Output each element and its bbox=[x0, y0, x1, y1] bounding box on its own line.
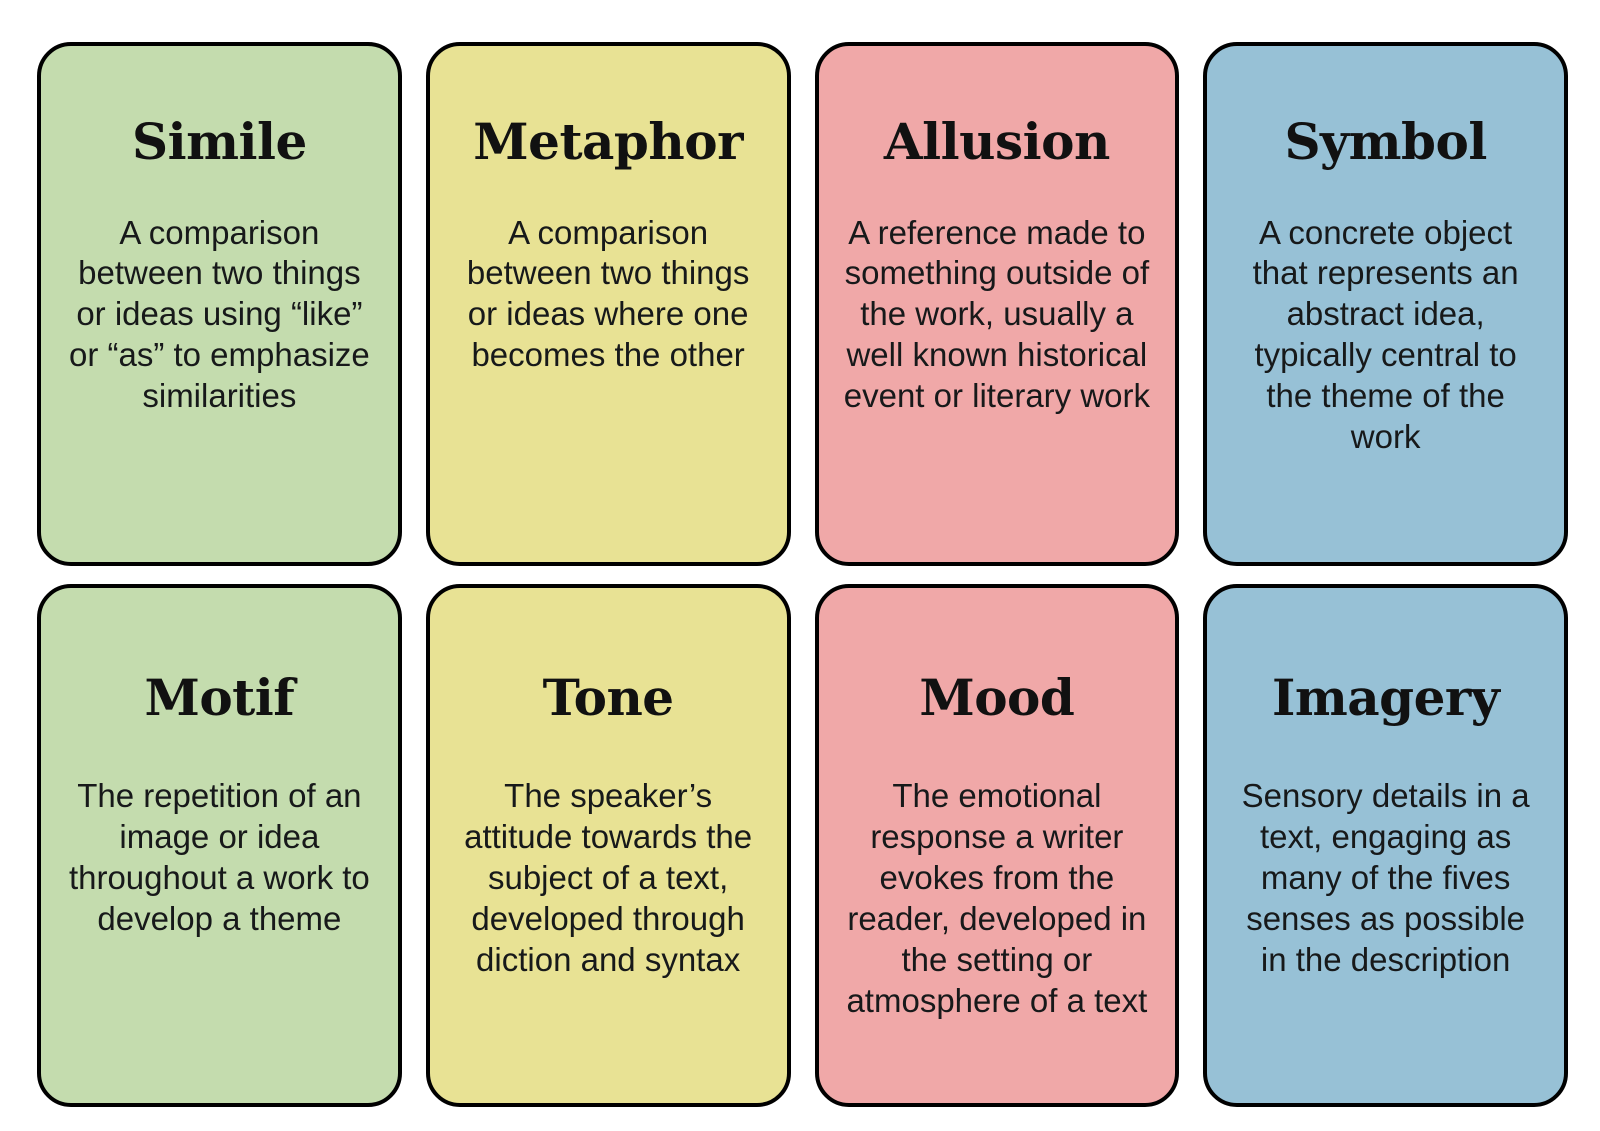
flashcard-definition: A comparison between two things or ideas… bbox=[466, 213, 750, 374]
flashcard-definition: A comparison between two things or ideas… bbox=[68, 213, 370, 415]
flashcard-tone[interactable]: Tone The speaker’s attitude towards the … bbox=[425, 583, 791, 1107]
flashcard-term: Metaphor bbox=[473, 112, 743, 171]
flashcard-term: Motif bbox=[144, 667, 295, 727]
flashcard-definition: A concrete object that represents an abs… bbox=[1252, 213, 1519, 456]
flashcard-allusion[interactable]: Allusion A reference made to something o… bbox=[814, 42, 1180, 566]
flashcard-term: Allusion bbox=[883, 112, 1110, 171]
flashcard-motif[interactable]: Motif The repetition of an image or idea… bbox=[37, 583, 402, 1107]
flashcard-mood[interactable]: Mood The emotional response a writer evo… bbox=[814, 583, 1180, 1107]
flashcard-metaphor[interactable]: Metaphor A comparison between two things… bbox=[425, 42, 791, 566]
flashcard-imagery[interactable]: Imagery Sensory details in a text, engag… bbox=[1203, 583, 1568, 1107]
flashcard-term: Mood bbox=[919, 667, 1075, 727]
flashcard-definition: A reference made to something outside of… bbox=[843, 213, 1150, 415]
flashcard-definition: The emotional response a writer evokes f… bbox=[846, 777, 1148, 1019]
flashcard-term: Imagery bbox=[1271, 667, 1500, 727]
flashcard-definition: The speaker’s attitude towards the subje… bbox=[464, 777, 753, 978]
flashcard-term: Symbol bbox=[1284, 112, 1487, 171]
flashcard-definition: Sensory details in a text, engaging as m… bbox=[1241, 777, 1530, 978]
flashcard-term: Tone bbox=[542, 667, 674, 727]
flashcard-definition: The repetition of an image or idea throu… bbox=[68, 777, 370, 937]
flashcard-term: Simile bbox=[131, 112, 307, 171]
flashcard-simile[interactable]: Simile A comparison between two things o… bbox=[37, 42, 402, 566]
flashcard-symbol[interactable]: Symbol A concrete object that represents… bbox=[1203, 42, 1568, 566]
